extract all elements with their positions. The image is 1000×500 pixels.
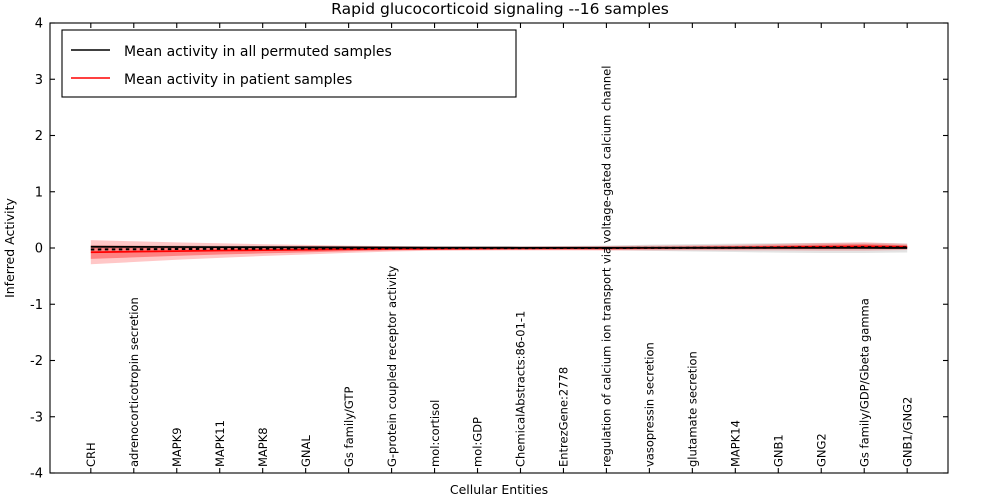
legend-entry-permuted[interactable]: Mean activity in all permuted samples xyxy=(71,44,392,60)
y-axis-label: Inferred Activity xyxy=(2,197,17,297)
x-tick-label: mol:GDP xyxy=(471,417,485,467)
y-tick-label: 0 xyxy=(35,242,43,257)
y-tick-label: -3 xyxy=(30,410,43,425)
legend-entry-patient[interactable]: Mean activity in patient samples xyxy=(71,72,352,88)
series-lines xyxy=(90,245,908,254)
y-tick-label: 1 xyxy=(35,185,43,200)
x-tick-label: MAPK8 xyxy=(256,427,270,467)
x-tick-label: GNB1 xyxy=(772,434,786,467)
legend-label-permuted: Mean activity in all permuted samples xyxy=(124,44,392,60)
x-tick-label: MAPK11 xyxy=(213,420,227,467)
band-patient-std-outer xyxy=(90,240,908,265)
axes-spines xyxy=(49,22,949,474)
legend-box xyxy=(61,29,517,98)
y-tick-labels: 4 3 2 1 0 -1 -2 -3 -4 xyxy=(30,17,43,482)
y-tick-label: 4 xyxy=(35,17,43,32)
x-tick-label: Gs family/GTP xyxy=(342,387,356,467)
x-tick-label: mol:cortisol xyxy=(428,400,442,467)
x-tick-label: GNG2 xyxy=(814,433,828,467)
y-tick-label: 2 xyxy=(35,129,43,144)
legend-label-patient: Mean activity in patient samples xyxy=(124,72,352,88)
x-axis-label: Cellular Entities xyxy=(450,482,548,497)
x-tick-label: adrenocorticotropin secretion xyxy=(127,297,141,467)
x-tick-label: glutamate secretion xyxy=(686,351,700,467)
x-tick-label: GNB1/GNG2 xyxy=(900,397,914,467)
y-tick-label: -2 xyxy=(30,354,43,369)
x-tick-label: GNAL xyxy=(299,435,313,467)
y-tick-label: -1 xyxy=(30,298,43,313)
chart-legend[interactable]: Mean activity in all permuted samples Me… xyxy=(61,29,517,98)
x-tick-label: Gs family/GDP/Gbeta gamma xyxy=(857,298,871,467)
x-tick-label: MAPK14 xyxy=(729,420,743,467)
line-permuted-markers xyxy=(90,246,908,251)
x-tick-label: vasopressin secretion xyxy=(643,342,657,467)
y-tick-label: -4 xyxy=(30,467,43,482)
x-tick-label: EntrezGene:2778 xyxy=(557,367,571,467)
x-tick-label: regulation of calcium ion transport via … xyxy=(600,66,614,467)
x-tick-label: ChemicalAbstracts:86-01-1 xyxy=(514,311,528,467)
x-tick-label: CRH xyxy=(84,442,98,467)
y-tick-label: 3 xyxy=(35,73,43,88)
x-tick-label: G-protein coupled receptor activity xyxy=(385,265,399,467)
chart-title: Rapid glucocorticoid signaling --16 samp… xyxy=(331,0,669,18)
x-tick-label: MAPK9 xyxy=(170,427,184,467)
